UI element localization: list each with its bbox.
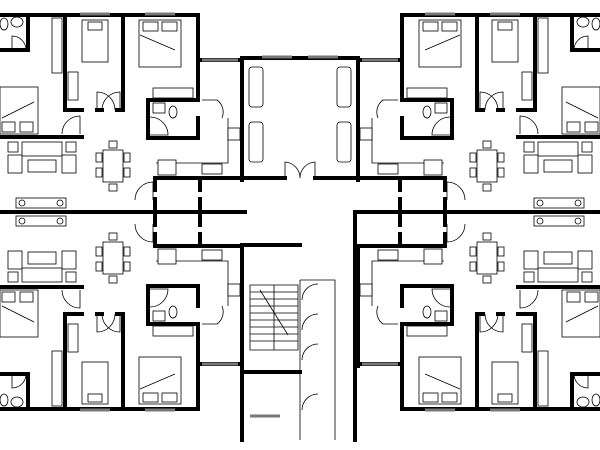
staircase (240, 213, 357, 442)
sofa (336, 121, 352, 163)
lounge (240, 55, 360, 182)
sofa (248, 121, 264, 163)
double-door (284, 161, 316, 179)
sofa (336, 66, 352, 108)
sofa (248, 66, 264, 108)
